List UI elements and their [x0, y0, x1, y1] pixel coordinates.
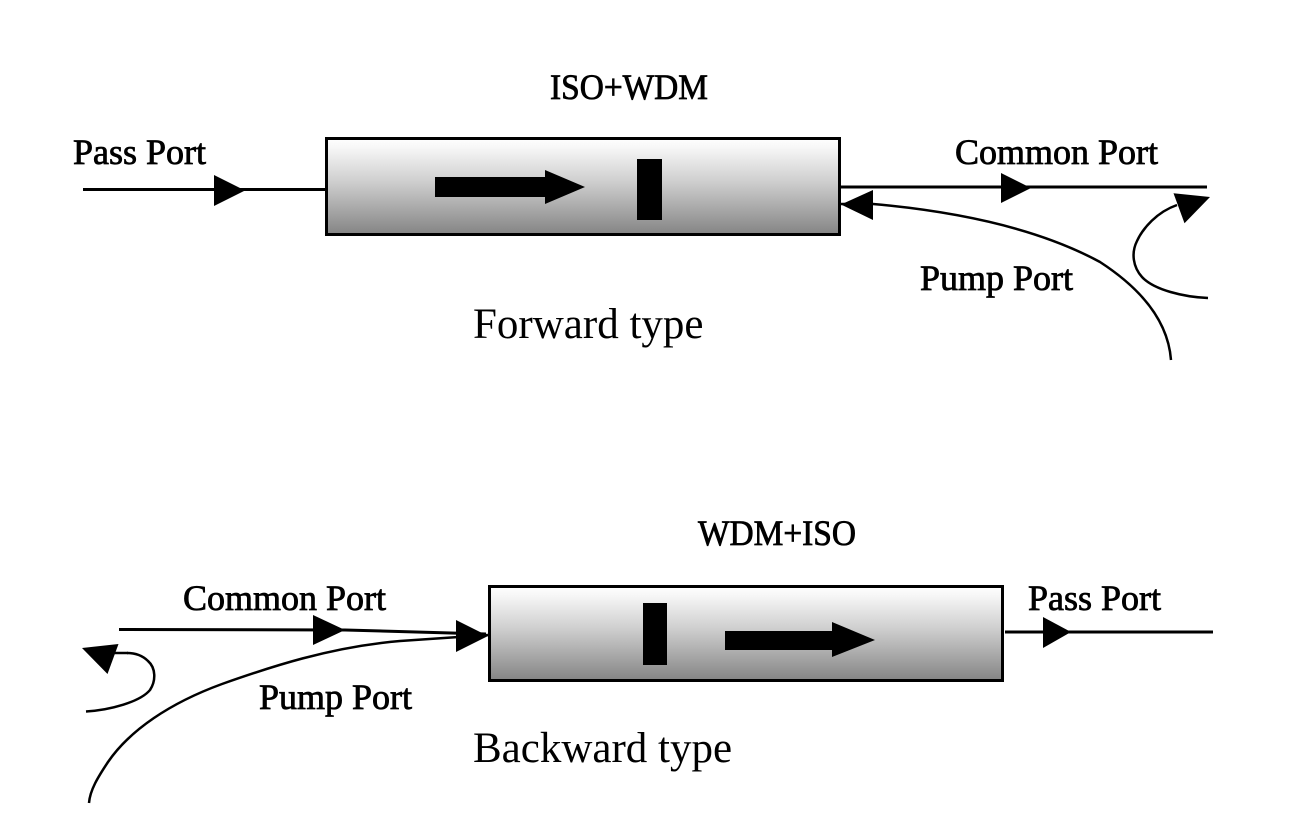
svg-text:Common Port: Common Port — [955, 132, 1158, 172]
svg-text:WDM+ISO: WDM+ISO — [698, 513, 856, 553]
svg-text:Pump Port: Pump Port — [259, 677, 412, 717]
svg-text:Backward type: Backward type — [473, 725, 732, 772]
svg-text:Common Port: Common Port — [183, 578, 386, 618]
svg-text:Pump Port: Pump Port — [920, 258, 1073, 298]
svg-text:Forward type: Forward type — [473, 301, 703, 348]
svg-text:Pass Port: Pass Port — [1028, 578, 1161, 618]
svg-text:Pass Port: Pass Port — [73, 132, 206, 172]
svg-text:ISO+WDM: ISO+WDM — [550, 67, 708, 107]
